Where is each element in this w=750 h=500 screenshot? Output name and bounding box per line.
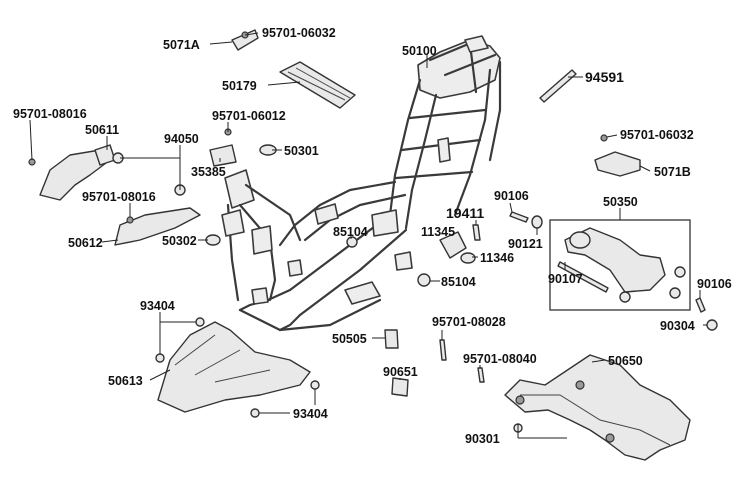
- engine-hanger-50350: [549, 219, 691, 311]
- label-50611: 50611: [85, 123, 119, 137]
- part-labels: 5071A 95701-06032 50179 50100 94591 9570…: [13, 26, 732, 446]
- label-90304: 90304: [660, 319, 695, 333]
- label-90301: 90301: [465, 432, 500, 446]
- label-50650: 50650: [608, 354, 643, 368]
- washer-90121: [531, 215, 543, 229]
- label-85104-b: 85104: [441, 275, 476, 289]
- label-50612: 50612: [68, 236, 103, 250]
- label-95701-08016-b: 95701-08016: [82, 190, 156, 204]
- nut-85104-b: [417, 273, 431, 287]
- plate-50179: [279, 61, 356, 109]
- label-50301: 50301: [284, 144, 319, 158]
- clip-90651: [391, 377, 409, 397]
- label-5071b: 5071B: [654, 165, 691, 179]
- label-90651: 90651: [383, 365, 418, 379]
- label-94591: 94591: [585, 69, 624, 85]
- bracket-50611: [28, 144, 116, 201]
- label-95701-08016-a: 95701-08016: [13, 107, 87, 121]
- label-90106-a: 90106: [494, 189, 529, 203]
- label-50179: 50179: [222, 79, 257, 93]
- label-93404-b: 93404: [293, 407, 328, 421]
- label-50302: 50302: [162, 234, 197, 248]
- bracket-50612: [114, 207, 201, 246]
- label-11346: 11346: [480, 251, 514, 265]
- label-94050: 94050: [164, 132, 199, 146]
- label-95701-06012: 95701-06012: [212, 109, 286, 123]
- label-35385: 35385: [191, 165, 226, 179]
- label-5071a: 5071A: [163, 38, 200, 52]
- label-85104-a: 85104: [333, 225, 368, 239]
- bolt-90106-right: [695, 297, 706, 313]
- nut-94050: [112, 152, 186, 196]
- label-19411: 19411: [446, 205, 484, 221]
- bolt-90106-upper: [509, 211, 529, 223]
- grommet-50302: [205, 234, 221, 246]
- clamp-11346: [460, 252, 476, 264]
- clamp-35385: [209, 128, 237, 167]
- label-90107: 90107: [548, 272, 583, 286]
- label-50100: 50100: [402, 44, 437, 58]
- bracket-5071a: [231, 29, 259, 51]
- nut-85104-a: [346, 236, 358, 248]
- rod-94591: [539, 69, 577, 103]
- label-95701-08028: 95701-08028: [432, 315, 506, 329]
- rear-bracket-50650: [504, 354, 691, 461]
- label-90121: 90121: [508, 237, 543, 251]
- label-95701-06032-top: 95701-06032: [262, 26, 336, 40]
- bolt-95701-08040: [477, 367, 485, 383]
- label-95701-06032-right: 95701-06032: [620, 128, 694, 142]
- label-95701-08040: 95701-08040: [463, 352, 537, 366]
- bolt-95701-08028: [439, 339, 447, 361]
- hose-11345: [439, 231, 467, 259]
- clip-19411: [472, 224, 481, 241]
- label-11345: 11345: [421, 225, 455, 239]
- label-50350: 50350: [603, 195, 638, 209]
- leader-lines: [29, 32, 707, 439]
- cap-50505: [384, 329, 399, 349]
- label-90106-b: 90106: [697, 277, 732, 291]
- label-50613: 50613: [108, 374, 143, 388]
- bolt-90107: [557, 261, 609, 293]
- main-frame-50100: [221, 35, 502, 332]
- label-50505: 50505: [332, 332, 367, 346]
- step-5071b: [594, 134, 641, 177]
- nut-90304: [706, 319, 718, 331]
- label-93404-a: 93404: [140, 299, 175, 313]
- under-cover-50613: [157, 321, 311, 413]
